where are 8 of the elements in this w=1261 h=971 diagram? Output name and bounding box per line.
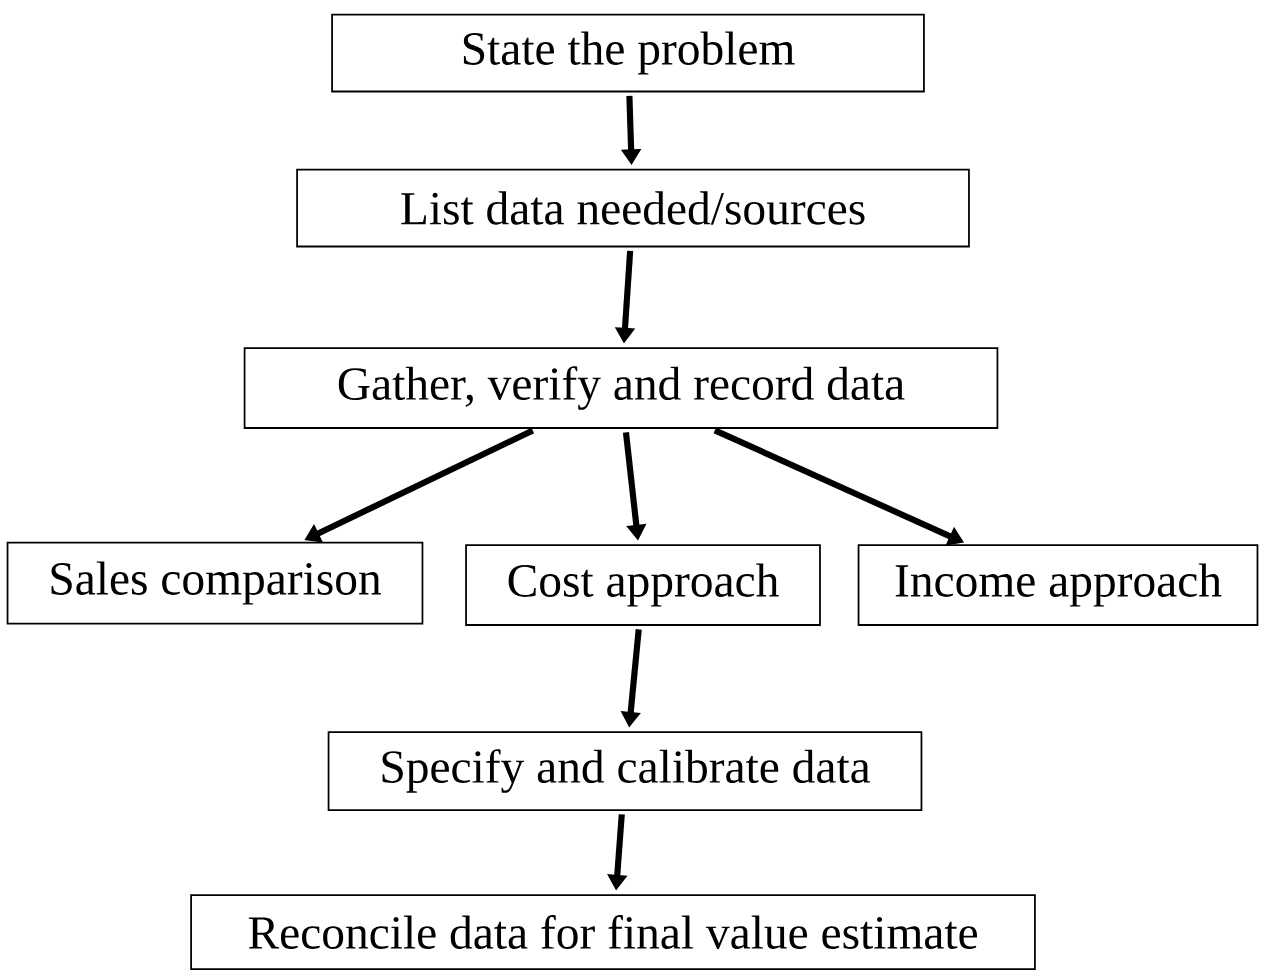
process-box: Specify and calibrate data — [327, 731, 923, 811]
process-box: State the problem — [331, 13, 925, 93]
process-box: Sales comparison — [6, 541, 424, 625]
process-box: Income approach — [857, 544, 1259, 626]
process-box: List data needed/sources — [296, 168, 970, 248]
process-box: Cost approach — [465, 544, 821, 626]
process-box: Reconcile data for final value estimate — [190, 894, 1036, 970]
process-box: Gather, verify and record data — [243, 347, 999, 429]
